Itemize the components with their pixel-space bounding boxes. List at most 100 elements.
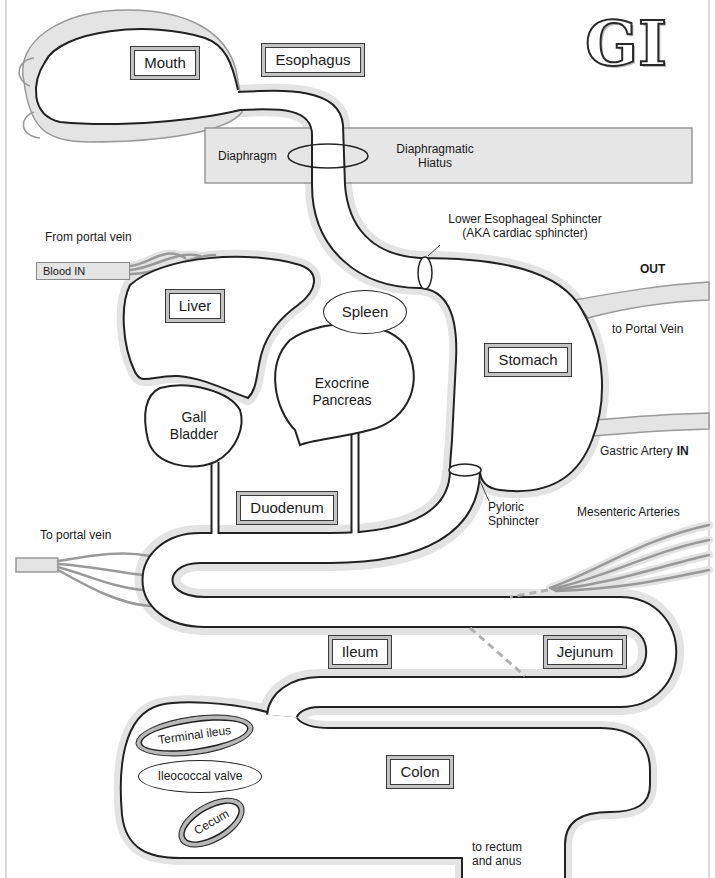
annotation-label: OUT [640, 262, 665, 276]
leader-line [428, 245, 440, 256]
organ-name: Jejunum [547, 639, 624, 665]
organ-edges [121, 91, 650, 878]
organ-name: Cecum [192, 806, 232, 838]
colon-halo [121, 702, 650, 878]
label-holder: OUT [640, 262, 665, 276]
organ-label-box: Jejunum [543, 635, 628, 669]
title-logo: GI [585, 8, 667, 80]
stomach-lesser-curvature [420, 288, 456, 470]
colon-edge [297, 718, 650, 878]
portal-out-fan [58, 553, 150, 606]
label-holder: From portal vein [45, 230, 132, 244]
gastric-artery-vessel [592, 413, 709, 436]
mesenteric-vessels [550, 525, 709, 591]
label-holder: to rectum and anus [472, 840, 542, 868]
organ-halo [121, 91, 661, 878]
title-holder: GI [585, 8, 667, 80]
annotation-label: Lower Esophageal Sphincter (AKA cardiac … [440, 212, 610, 240]
annotation-label: Gastric Artery [600, 444, 673, 458]
label-holder: Lower Esophageal Sphincter (AKA cardiac … [440, 212, 610, 240]
label-holder: Mesenteric Arteries [577, 505, 680, 519]
pyloric-sphincter [449, 464, 481, 476]
organ-ellipse: Ileococcal valve [138, 760, 262, 793]
label-holder: IN [677, 444, 689, 458]
stomach-fill [420, 258, 602, 491]
esophagus-edge [240, 109, 420, 288]
label-holder: To portal vein [40, 528, 111, 542]
organ-outline-path [145, 385, 241, 466]
diaphragm-band-shape [205, 128, 692, 183]
colon-fill [121, 702, 650, 878]
annotation-label: To portal vein [40, 528, 111, 542]
face-lips [23, 10, 242, 142]
organ-name: Terminal ileus [158, 722, 233, 747]
pancreatic-duct-wall [351, 430, 360, 537]
organ-name: Gall Bladder [166, 409, 222, 443]
annotation-label: From portal vein [45, 230, 132, 244]
diaphragm-band: Diaphragm Diaphragmatic Hiatus [205, 128, 692, 183]
vessel [552, 540, 709, 589]
bile-duct [213, 462, 218, 537]
band-label: Diaphragmatic Hiatus [385, 142, 485, 170]
organ-label-box: Duodenum [236, 491, 337, 525]
vessel [58, 553, 150, 561]
page-frame [5, 0, 7, 878]
annotation-label: to Portal Vein [612, 322, 683, 336]
organ-name: Exocrine Pancreas [306, 375, 378, 409]
esophagus-fill [238, 91, 420, 288]
organ-name: Spleen [342, 303, 389, 321]
organ-name: Mouth [134, 50, 196, 76]
lower-lip [23, 112, 40, 138]
organ-label-box: Ileum [328, 635, 393, 669]
organ-label-box: Colon [386, 755, 453, 789]
organ-name: Ileum [332, 639, 389, 665]
mesentery-dash [510, 590, 548, 597]
les-sphincter [418, 257, 432, 289]
esophagus-edge [238, 91, 420, 258]
vessel [556, 570, 709, 591]
organ-shape: Gall Bladder [142, 380, 246, 472]
organ-name: Liver [169, 293, 222, 319]
vessel-halo [554, 555, 709, 590]
annotation-label: Pyloric Sphincter [488, 500, 550, 528]
stomach-greater-curvature [420, 258, 602, 491]
vessel [58, 567, 143, 590]
leader-line [479, 479, 489, 501]
organ-name: Colon [390, 759, 449, 785]
organ-ellipse: Spleen [323, 290, 407, 334]
organ-name: Stomach [488, 347, 567, 373]
mesentery-dash [470, 628, 525, 676]
bile-duct-wall [211, 462, 220, 537]
band-label: Diaphragm [218, 149, 277, 163]
vessel-label: Blood IN [43, 264, 123, 278]
page-frame [708, 0, 710, 878]
vessel [58, 564, 143, 575]
label-holder: to Portal Vein [612, 322, 683, 336]
vessel [58, 570, 150, 606]
organ-shape: Exocrine Pancreas [266, 316, 418, 448]
organ-name: Ileococcal valve [158, 769, 243, 784]
organ-label-box: Stomach [484, 343, 571, 377]
stomach-halo [420, 258, 602, 491]
annotation-label: to rectum and anus [472, 840, 542, 868]
label-holder: Gastric Artery [600, 444, 673, 458]
organ-outline-path [275, 324, 414, 445]
vessel [550, 525, 709, 588]
organ-label-box: Liver [165, 289, 226, 323]
organ-label-box: Esophagus [261, 43, 364, 77]
hiatus-ring [288, 144, 368, 168]
portal-out-vessel [575, 282, 709, 318]
label-holder: Pyloric Sphincter [488, 500, 550, 528]
annotation-label: Mesenteric Arteries [577, 505, 680, 519]
mouth-cavity [36, 29, 240, 124]
vessel [554, 555, 709, 590]
annotation-label: IN [677, 444, 689, 458]
portal-trunk [16, 558, 58, 572]
pancreatic-duct [353, 430, 358, 537]
organ-name: Duodenum [240, 495, 333, 521]
organ-label-box: Mouth [130, 46, 200, 80]
organ-name: Esophagus [265, 47, 360, 73]
vessel-bar: Blood IN [36, 262, 130, 280]
